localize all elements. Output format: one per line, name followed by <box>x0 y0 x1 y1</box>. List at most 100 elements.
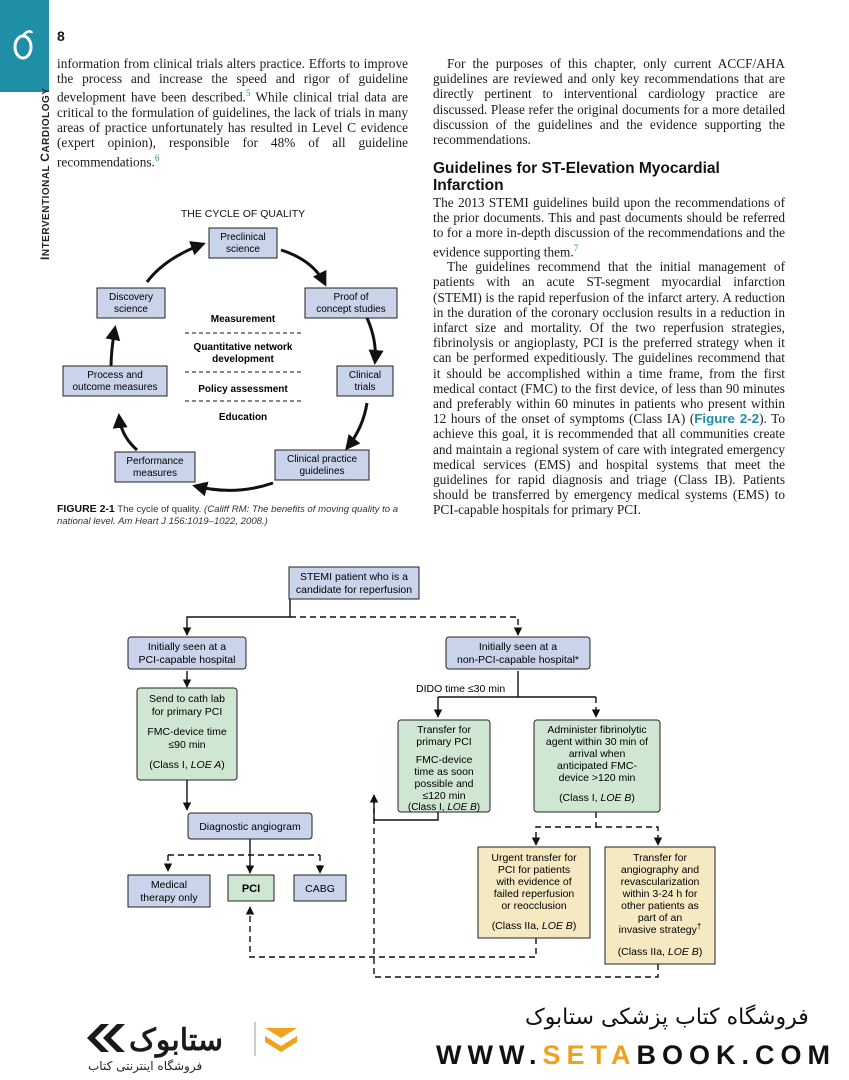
urgent-l2: PCI for patients <box>498 864 570 876</box>
node-preclinical-l2: science <box>226 244 260 255</box>
node-cath-lab <box>136 687 238 781</box>
urgent-l6: (Class IIa, LOE B) <box>492 920 577 932</box>
ta-l1: Transfer for <box>633 852 687 864</box>
fib-l2: agent within 30 min of <box>546 736 648 748</box>
node-stemi-start-l2: candidate for reperfusion <box>296 584 412 596</box>
node-clinical-trials-l2: trials <box>354 382 375 393</box>
ta-l4: within 3-24 h for <box>622 888 698 900</box>
node-performance <box>114 451 196 483</box>
node-nonpci-hospital <box>445 636 591 670</box>
fib-l3: arrival when <box>569 748 626 760</box>
medical-l2: therapy only <box>140 892 198 904</box>
node-stemi-start-l1: STEMI patient who is a <box>300 571 408 583</box>
center-qnd-l1: Quantitative network <box>194 342 293 353</box>
node-pci <box>227 874 275 902</box>
node-guidelines-l2: guidelines <box>299 466 344 477</box>
node-clinical-trials <box>336 365 394 397</box>
node-cabg <box>293 874 347 902</box>
transfer-l7: (Class I, LOE B) <box>408 802 480 813</box>
dido-label: DIDO time ≤30 min <box>416 683 505 695</box>
cath-l3: FMC-device time <box>147 726 227 738</box>
node-nonpci-hospital-l1: Initially seen at a <box>479 641 557 653</box>
urgent-l4: failed reperfusion <box>494 888 575 900</box>
chapter-tab <box>0 0 49 92</box>
right-column-body: The 2013 STEMI guidelines build upon the… <box>433 195 785 518</box>
ta-l5: other patients as <box>621 900 699 912</box>
urgent-l1: Urgent transfer for <box>491 852 577 864</box>
node-pci-hospital-l1: Initially seen at a <box>148 641 226 653</box>
right-column-top: For the purposes of this chapter, only c… <box>433 56 785 147</box>
node-transfer-angio <box>604 846 716 965</box>
cycle-arrows <box>105 241 384 497</box>
right-paragraph-2: The 2013 STEMI guidelines build upon the… <box>433 195 785 260</box>
ta-l8: (Class IIa, LOE B) <box>618 946 703 958</box>
node-diag-angiogram <box>187 812 313 840</box>
ta-l3: revascularization <box>621 876 700 888</box>
cath-l5: (Class I, LOE A) <box>149 759 224 771</box>
node-proof <box>304 287 398 319</box>
left-column-text: information from clinical trials alters … <box>57 56 408 169</box>
setabook-logo: ستابوک <box>87 1022 297 1058</box>
page-number: 8 <box>57 28 65 44</box>
node-preclinical-l1: Preclinical <box>220 232 266 243</box>
footer-banner <box>0 995 849 1080</box>
node-proof-l2: concept studies <box>316 304 386 315</box>
node-pci-hospital-l2: PCI-capable hospital <box>139 654 236 666</box>
node-urgent-transfer <box>477 846 591 939</box>
urgent-l3: with evidence of <box>495 876 571 888</box>
diag-label: Diagnostic angiogram <box>199 821 301 833</box>
ta-l6: part of an <box>638 912 683 924</box>
running-head: INTERVENTIONAL CARDIOLOGY <box>38 87 52 261</box>
ta-l2: angiography and <box>621 864 699 876</box>
figure-cycle-of-quality: THE CYCLE OF QUALITY Preclinical science… <box>62 208 398 497</box>
fib-l1: Administer fibrinolytic <box>547 724 646 736</box>
cabg-label: CABG <box>305 883 335 895</box>
logo-layers-icon <box>265 1028 297 1052</box>
left-paragraph-1: information from clinical trials alters … <box>57 56 408 170</box>
node-performance-l2: measures <box>133 468 177 479</box>
node-nonpci-hospital-l2: non-PCI-capable hospital* <box>457 654 579 666</box>
flow-connectors <box>163 599 663 978</box>
cath-l1: Send to cath lab <box>149 693 225 705</box>
caption-text: The cycle of quality. <box>114 504 204 515</box>
node-process-l2: outcome measures <box>72 382 157 393</box>
center-education: Education <box>219 412 267 423</box>
figure-1-caption: FIGURE 2-1 The cycle of quality. (Califf… <box>57 503 412 527</box>
node-transfer-pci <box>397 719 491 813</box>
transfer-l2: primary PCI <box>416 736 471 748</box>
caption-source: (Califf RM: The benefits of moving quali… <box>57 504 399 527</box>
cath-l2: for primary PCI <box>152 706 223 718</box>
transfer-l1: Transfer for <box>417 724 471 736</box>
center-measurement: Measurement <box>211 314 276 325</box>
caption-label: FIGURE 2-1 <box>57 503 115 515</box>
cycle-title: THE CYCLE OF QUALITY <box>181 208 305 220</box>
right-paragraph-3: The guidelines recommend that the initia… <box>433 259 786 518</box>
node-process-l1: Process and <box>87 370 143 381</box>
ta-l7: invasive strategy† <box>619 922 702 936</box>
node-stemi-start <box>288 566 420 600</box>
node-discovery-l1: Discovery <box>109 292 153 303</box>
chapter-logo-icon <box>13 30 34 60</box>
transfer-l6: ≤120 min <box>422 790 465 802</box>
center-policy: Policy assessment <box>198 384 288 395</box>
logo-text: ستابوک <box>129 1024 223 1058</box>
center-qnd-l2: development <box>212 354 274 365</box>
node-preclinical <box>208 227 278 259</box>
node-fibrinolytic <box>533 719 661 813</box>
fib-l5: device >120 min <box>559 772 636 784</box>
section-heading: Guidelines for ST-Elevation Myocardial I… <box>433 160 720 194</box>
store-name: فروشگاه کتاب پزشکی ستابوک <box>525 1005 809 1030</box>
node-discovery-l2: science <box>114 304 148 315</box>
node-clinical-trials-l1: Clinical <box>349 370 381 381</box>
fib-l6: (Class I, LOE B) <box>559 792 635 804</box>
pci-label: PCI <box>242 883 260 895</box>
fib-l4: anticipated FMC- <box>557 760 637 772</box>
transfer-l4: time as soon <box>414 766 474 778</box>
urgent-l5: or reocclusion <box>501 900 567 912</box>
logo-chevrons-icon <box>87 1024 125 1052</box>
node-pci-hospital <box>127 636 247 670</box>
logo-subtitle: فروشگاه اینترنتی کتاب <box>88 1059 203 1073</box>
cath-l4: ≤90 min <box>168 739 205 751</box>
node-guidelines <box>274 449 370 481</box>
medical-l1: Medical <box>151 879 187 891</box>
